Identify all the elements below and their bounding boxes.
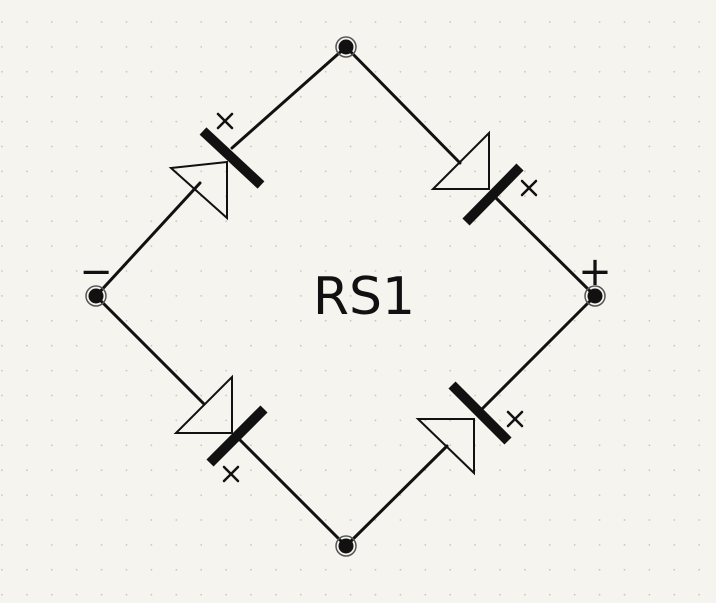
background-grid [1, 21, 701, 596]
diode-lower-left[interactable] [173, 374, 268, 467]
diode-mark-upper-left [216, 112, 234, 130]
diode-mark-upper-right [520, 179, 538, 197]
wire-upper-left-diode-to-top [230, 45, 348, 150]
diode-triangle [168, 160, 228, 221]
wire-upper-right-diode-to-right [491, 193, 597, 298]
wire-lower-left-diode-to-left [94, 294, 206, 406]
diode-bar [206, 405, 268, 467]
terminals [85, 36, 606, 557]
wire-left-to-upper-left-diode [94, 181, 202, 298]
wire-top-to-upper-right-diode [344, 45, 462, 165]
bridge-rectifier-rs1[interactable]: − + RS1 [79, 36, 612, 557]
wire-bottom-to-lower-left-diode [235, 435, 348, 548]
diode-bar [462, 163, 524, 226]
diode-bar [448, 381, 512, 445]
diode-marks [216, 112, 538, 483]
diode-mark-lower-left [222, 465, 240, 483]
diode-upper-left[interactable] [168, 127, 265, 221]
diode-lower-right[interactable] [415, 381, 512, 476]
diode-mark-lower-right [506, 410, 524, 428]
terminal-right[interactable] [584, 285, 606, 307]
reference-label: RS1 [313, 267, 415, 327]
diode-upper-right[interactable] [430, 130, 524, 226]
wire-right-to-lower-right-diode [478, 294, 597, 413]
terminal-left[interactable] [85, 285, 107, 307]
diode-triangle [430, 130, 490, 190]
diode-triangle [173, 374, 233, 434]
plus-label: + [578, 249, 612, 295]
terminal-top[interactable] [335, 36, 357, 58]
wire-lower-right-diode-to-bottom [344, 444, 449, 548]
minus-label: − [79, 249, 113, 295]
wires [94, 45, 597, 548]
diode-bar [199, 127, 265, 189]
diode-triangle [415, 418, 475, 476]
terminal-bottom[interactable] [335, 535, 357, 557]
